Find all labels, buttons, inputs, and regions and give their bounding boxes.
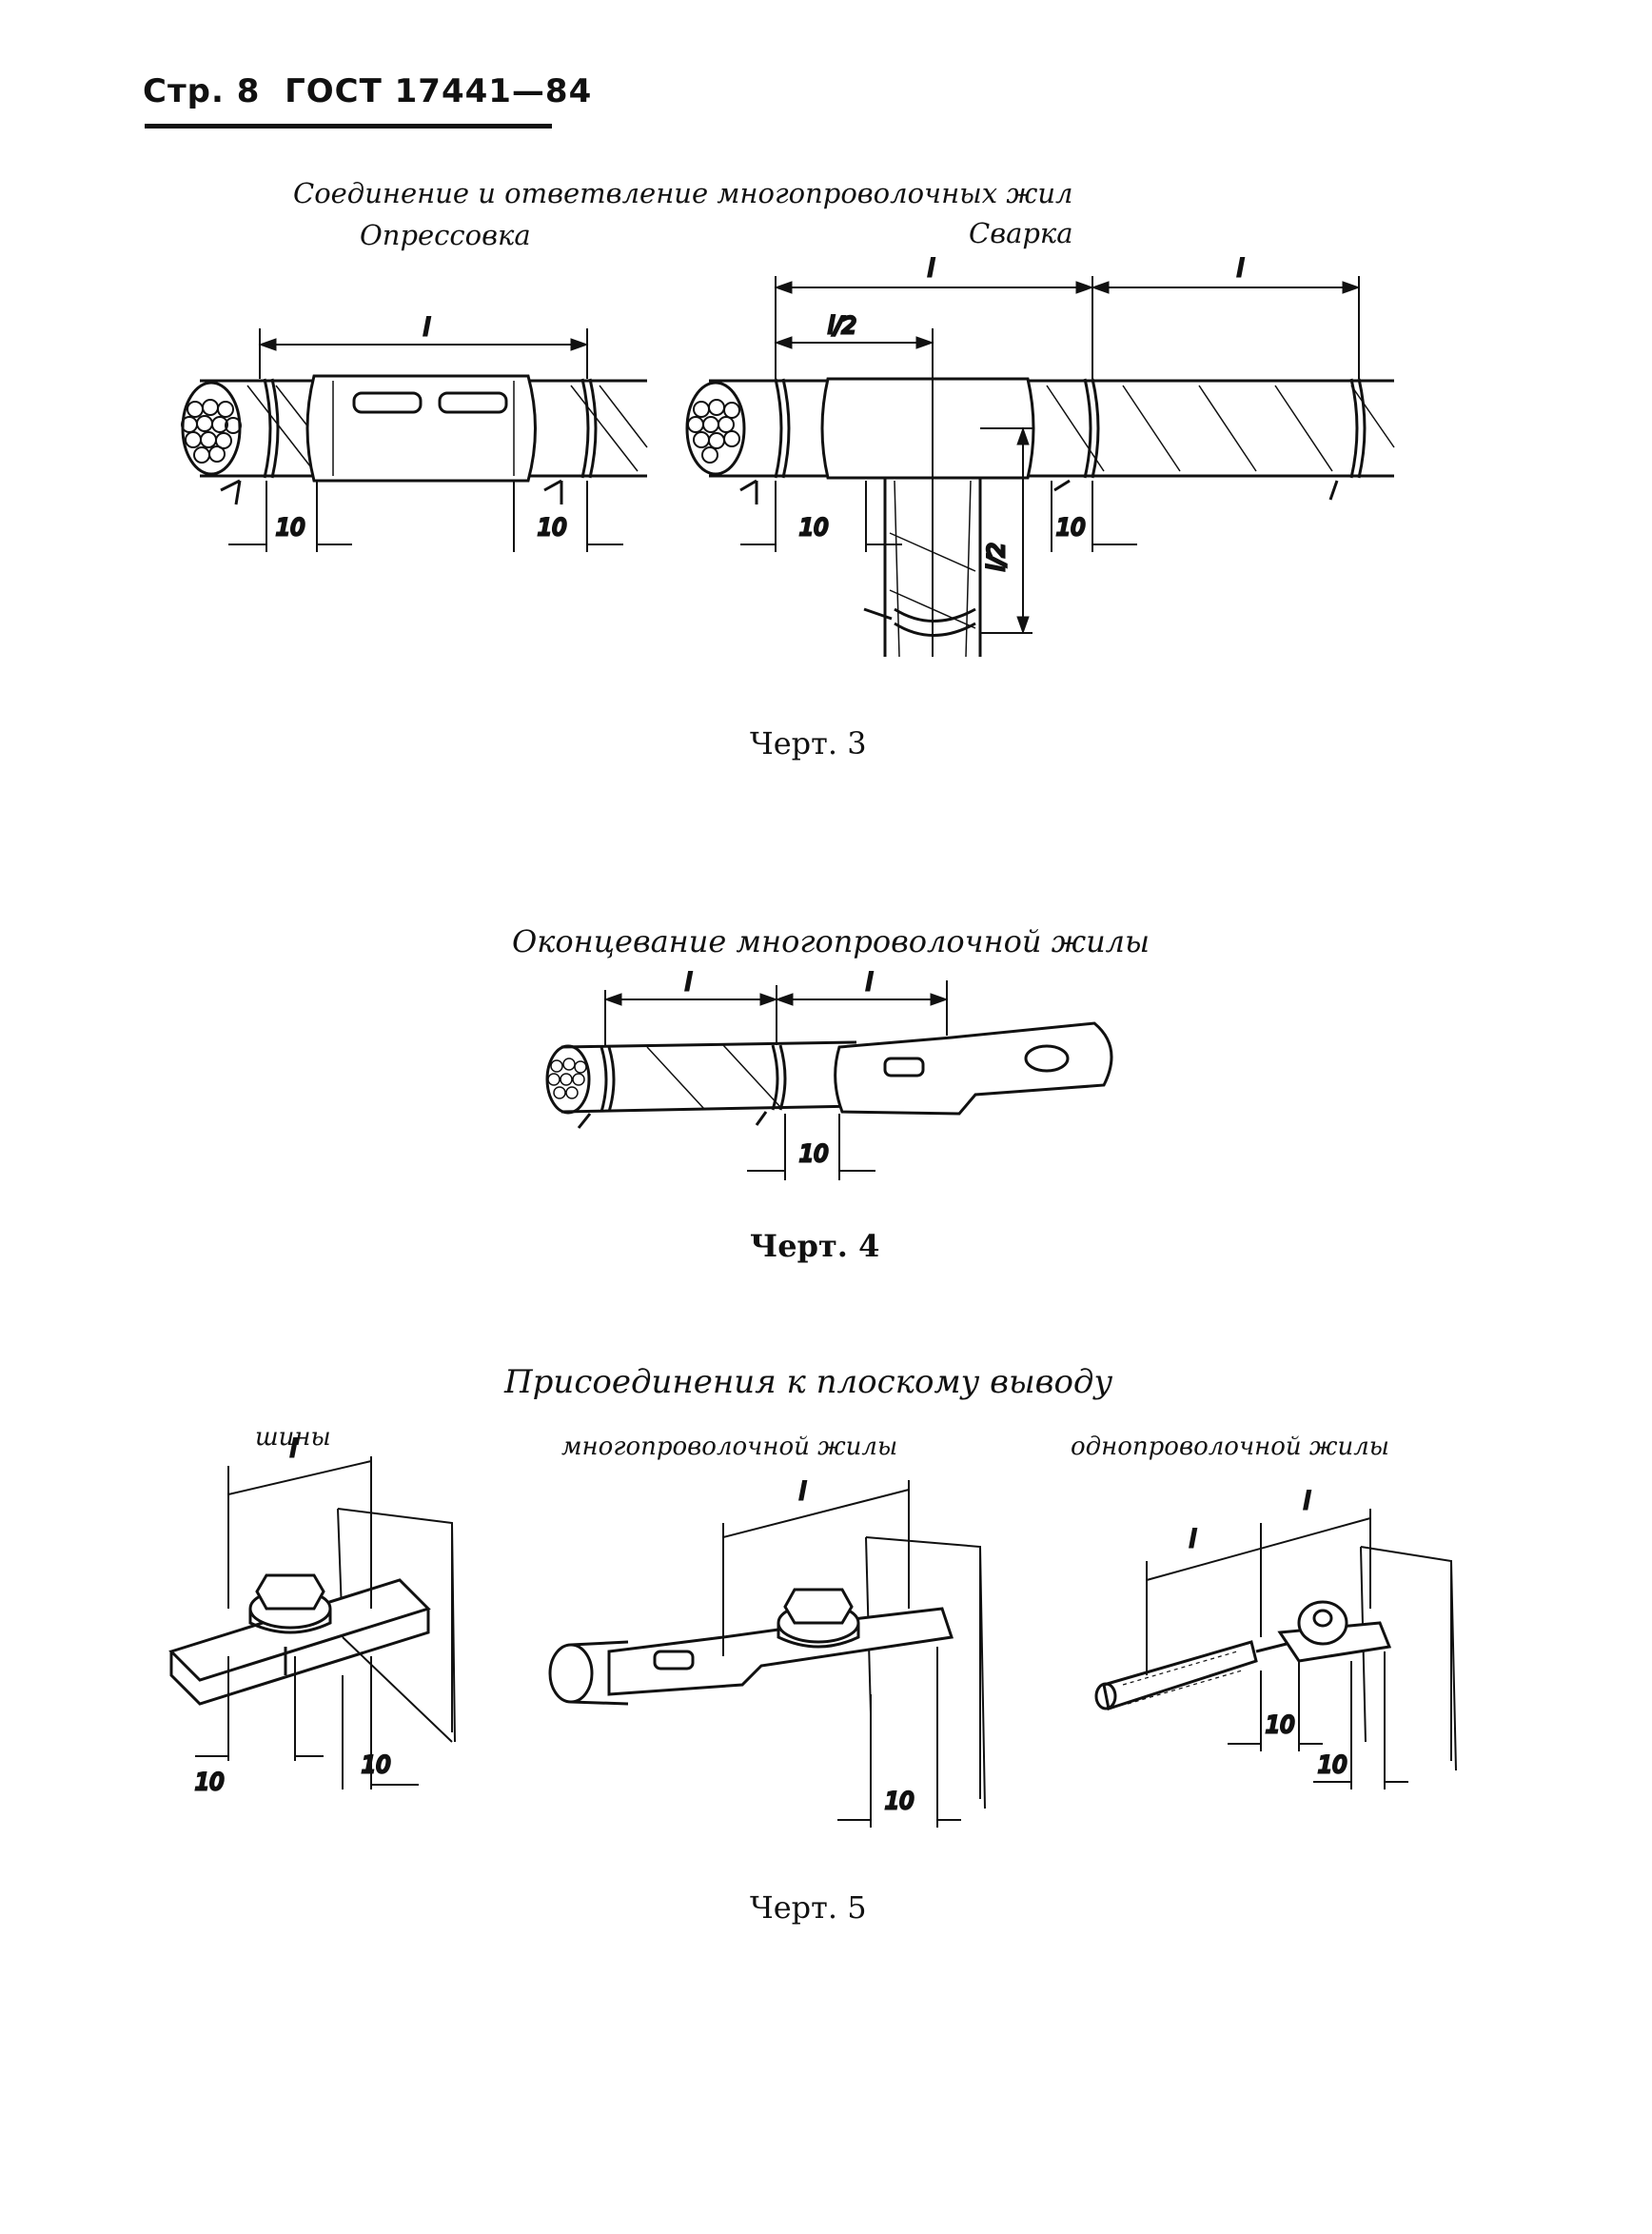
fig5-multi-drawing [548, 1480, 986, 1828]
fig5-caption: Черт. 5 [750, 1889, 867, 1926]
fig5-bus-dim-10-right: 10 [362, 1751, 391, 1778]
fig5-bus-dim-l: l [290, 1435, 297, 1462]
fig3-weld-drawing [685, 276, 1395, 658]
fig5-sub-bus: шины [255, 1423, 331, 1452]
fig3-weld-dim-l-2: l [1237, 255, 1244, 282]
standard-code: ГОСТ 17441—84 [285, 72, 593, 110]
fig4-caption: Черт. 4 [750, 1228, 880, 1264]
fig4-drawing [545, 980, 1113, 1180]
fig3-title: Соединение и ответвление многопроволочны… [293, 177, 1073, 209]
fig5-single-dim-l-1: l [1190, 1526, 1196, 1552]
fig3-crimp-dim-10-right: 10 [538, 514, 567, 541]
fig3-weld-dim-l-1: l [928, 255, 934, 282]
fig3-weld-dim-10-left: 10 [799, 514, 829, 541]
fig4-dim-10: 10 [799, 1140, 829, 1167]
fig4-title: Оконцевание многопроволочной жилы [512, 923, 1150, 959]
page-number: Стр. 8 [143, 72, 261, 110]
fig4-dim-l-1: l [685, 969, 692, 996]
fig3-weld-dim-10-right: 10 [1056, 514, 1086, 541]
fig5-bus-dim-10-left: 10 [195, 1769, 225, 1795]
fig3-weld-dim-half-h: l/2 [828, 312, 856, 339]
fig5-single-dim-10-left: 10 [1266, 1711, 1295, 1738]
header-rule [145, 124, 552, 129]
fig4-dim-l-2: l [866, 969, 873, 996]
fig3-crimp-dim-10-left: 10 [276, 514, 305, 541]
fig5-single-dim-l-2: l [1304, 1488, 1310, 1514]
fig5-sub-multi: многопроволочной жилы [561, 1433, 898, 1461]
fig5-single-drawing [1094, 1509, 1457, 1789]
fig5-title: Присоединения к плоскому выводу [504, 1363, 1113, 1401]
fig5-sub-single: однопроволочной жилы [1071, 1433, 1389, 1461]
fig5-single-dim-10-right: 10 [1318, 1751, 1347, 1778]
fig3-crimp-dim-l: l [423, 314, 430, 341]
page-header: Стр. 8 ГОСТ 17441—84 [143, 72, 592, 110]
fig5-bus-drawing [168, 1456, 456, 1789]
fig5-multi-dim-l: l [799, 1478, 806, 1505]
fig5-multi-dim-10: 10 [885, 1788, 914, 1814]
fig3-crimp-drawing [181, 328, 648, 552]
fig3-left-label: Опрессовка [360, 219, 531, 251]
fig3-caption: Черт. 3 [750, 725, 867, 761]
fig3-right-label: Сварка [969, 217, 1073, 249]
fig3-weld-dim-half-v: l/2 [983, 543, 1010, 571]
